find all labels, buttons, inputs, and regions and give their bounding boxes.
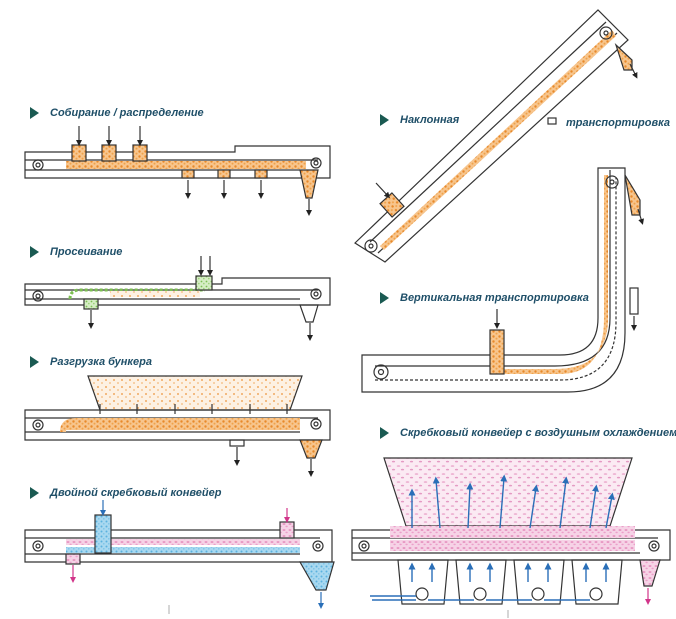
pulley-icon	[648, 540, 660, 552]
fan-icon	[415, 587, 429, 601]
fan-icon	[589, 587, 603, 601]
caption-collect: Собирание / распределение	[50, 107, 204, 119]
caption-bunker: Разгрузка бункера	[50, 356, 152, 368]
pulley-icon	[32, 290, 44, 302]
caption-screen: Просеивание	[50, 246, 123, 258]
pulley-icon	[32, 159, 44, 171]
pulley-icon	[599, 26, 613, 40]
pulley-icon	[310, 418, 322, 430]
incline-conveyor	[354, 9, 638, 263]
section-marker-icon	[30, 107, 39, 119]
caption-cooling: Скребковый конвейер с воздушным охлажден…	[400, 427, 676, 439]
caption-incline: Наклонная	[400, 114, 460, 126]
pulley-icon	[364, 239, 378, 253]
caption-incline-extra: транспортировка	[566, 117, 670, 129]
pulley-icon	[605, 175, 619, 189]
pulley-icon	[312, 540, 324, 552]
section-marker-icon	[30, 356, 39, 368]
pulley-icon	[32, 540, 44, 552]
pulley-icon	[310, 288, 322, 300]
section-marker-icon	[30, 246, 39, 258]
bunker-conveyor	[24, 375, 331, 477]
section-marker-icon	[30, 487, 39, 499]
pulley-icon	[358, 540, 370, 552]
double-conveyor	[24, 500, 335, 609]
section-marker-icon	[380, 114, 389, 126]
pulley-icon	[32, 419, 44, 431]
cooling-conveyor	[351, 457, 671, 605]
section-marker-icon	[380, 427, 389, 439]
screen-conveyor	[24, 256, 331, 341]
fan-icon	[531, 587, 545, 601]
collect-conveyor	[24, 126, 331, 216]
caption-double: Двойной скребковый конвейер	[50, 487, 222, 499]
vertical-conveyor	[361, 167, 644, 393]
caption-vertical: Вертикальная транспортировка	[400, 292, 589, 304]
pulley-icon	[310, 157, 322, 169]
pulley-icon	[373, 364, 389, 380]
section-marker-icon	[380, 292, 389, 304]
fan-icon	[473, 587, 487, 601]
